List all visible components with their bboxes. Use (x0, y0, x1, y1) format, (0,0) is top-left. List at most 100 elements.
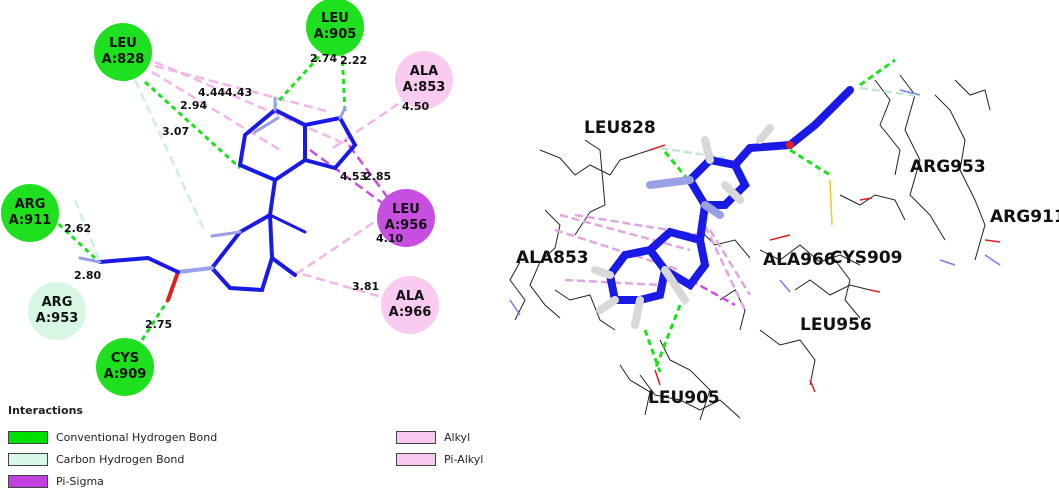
label-leu828: LEU828 (584, 118, 656, 138)
distance-label: 2.74 (310, 52, 337, 65)
residue-disc (377, 189, 435, 247)
residue-stick (619, 364, 651, 416)
ligand-stick-3d (591, 266, 614, 279)
ligand-bond (166, 270, 180, 302)
legend-label: Pi-Alkyl (444, 453, 484, 466)
ligand-bond (303, 115, 358, 171)
legend-label: Pi-Sigma (56, 475, 104, 488)
ligand-stick-3d (701, 201, 724, 219)
left-2d-diagram: LEU A:828 LEU A:905 ALA A:853 ARG A:911 … (1, 0, 453, 396)
distance-labels: 2.74 2.22 4.44 4.43 2.94 4.50 3.07 4.53 … (64, 52, 429, 331)
residue-chain: A:966 (389, 305, 432, 320)
alkyl-line (154, 60, 356, 150)
ligand-bond (176, 266, 214, 274)
ligand-molecule (78, 96, 358, 302)
ligand-stick-3d (605, 245, 670, 304)
ligand-stick-3d (646, 176, 694, 189)
residue-stick (574, 139, 606, 236)
distance-label: 2.75 (145, 318, 172, 331)
interactions-legend: Interactions Conventional Hydrogen Bond … (6, 404, 566, 492)
ligand-bond (146, 256, 180, 274)
ligand-stick-3d (661, 266, 689, 304)
residue-chain: A:828 (102, 52, 145, 67)
ligand-bond (98, 256, 150, 264)
residue-chain: A:956 (385, 218, 428, 233)
ligand-bond (253, 116, 280, 134)
label-cys909: CYS909 (830, 248, 903, 268)
hbond-line-3d (859, 58, 896, 87)
residue-name: LEU (321, 11, 349, 26)
ligand-bond (338, 106, 347, 120)
legend-label: Alkyl (444, 431, 471, 444)
right-3d-view: LEU828 ARG953 ARG911 ALA853 ALA966 CYS90… (509, 58, 1059, 421)
label-arg911: ARG911 (990, 207, 1059, 227)
distance-label: 4.10 (376, 232, 403, 245)
hbond-line (273, 48, 327, 107)
ligand-oxygen-atom (786, 141, 794, 149)
residue-chain: A:853 (403, 80, 446, 95)
legend-item-carbon-hbond: Carbon Hydrogen Bond (8, 453, 184, 466)
oxygen-stick (769, 234, 791, 241)
nitrogen-stick (509, 299, 521, 316)
residue-stick (934, 94, 986, 261)
residue-name: CYS (111, 351, 139, 366)
residue-disc (381, 276, 439, 334)
residue-stick (699, 229, 751, 259)
alkyl-line-3d (574, 213, 701, 237)
hbond-line (340, 51, 347, 113)
ligand-stick-3d (596, 296, 619, 314)
alkyl-line-3d (698, 214, 747, 311)
nitrogen-stick (984, 254, 1001, 266)
protein-residue-lines (509, 74, 991, 421)
legend-swatch (8, 431, 48, 444)
residue-stick (954, 79, 991, 111)
residue-arg953: ARG A:953 (28, 282, 86, 340)
residue-stick (834, 259, 861, 319)
residue-disc (28, 282, 86, 340)
residue-ala966: ALA A:966 (381, 276, 439, 334)
protein-atoms (509, 89, 1001, 393)
residue-disc (94, 23, 152, 81)
residue-name: ARG (15, 197, 46, 212)
label-leu905: LEU905 (648, 388, 720, 408)
sulfur-stick (829, 179, 833, 226)
residue-stick (759, 244, 861, 266)
residue-stick (719, 289, 746, 331)
distance-label: 2.85 (364, 170, 391, 183)
residue-stick (539, 149, 651, 176)
hbond-line-3d (653, 304, 682, 371)
hbond-line (143, 80, 242, 170)
residue-name: LEU (392, 202, 420, 217)
ligand-stick-3d (646, 227, 710, 291)
alkyl-line (289, 213, 386, 280)
residue-stick (659, 339, 711, 421)
nitrogen-stick (939, 259, 956, 266)
legend-item-pi-sigma: Pi-Sigma (8, 475, 104, 488)
nitrogen-stick (779, 279, 791, 293)
pi-sigma-line-3d (689, 278, 736, 307)
ligand-stick-3d (786, 121, 819, 149)
residue-chain: A:953 (36, 311, 79, 326)
residue-labels-3d: LEU828 ARG953 ARG911 ALA853 ALA966 CYS90… (516, 118, 1059, 408)
ligand-stick-3d (756, 124, 774, 144)
distance-label: 2.22 (340, 54, 367, 67)
residue-cys909: CYS A:909 (96, 338, 154, 396)
residue-name: ALA (410, 64, 438, 79)
legend-label: Carbon Hydrogen Bond (56, 453, 185, 466)
legend-swatch (396, 453, 436, 466)
legend-label: Conventional Hydrogen Bond (56, 431, 218, 444)
carbon-hbond-line (73, 199, 102, 263)
ligand-stick-3d (701, 136, 714, 164)
legend-item-pi-alkyl: Pi-Alkyl (396, 453, 483, 466)
alkyl-line-3d (708, 229, 752, 296)
legend-swatch (8, 475, 48, 488)
pi-sigma-line (309, 148, 386, 207)
ligand-bond (270, 256, 297, 277)
distance-label: 2.62 (64, 222, 91, 235)
interactions-3d (554, 58, 921, 373)
distance-label: 2.94 (180, 99, 207, 112)
residue-stick (839, 194, 906, 221)
residue-chain: A:909 (104, 367, 147, 382)
carbon-hbond-line-3d (659, 146, 726, 160)
residue-leu956: LEU A:956 (377, 189, 435, 247)
